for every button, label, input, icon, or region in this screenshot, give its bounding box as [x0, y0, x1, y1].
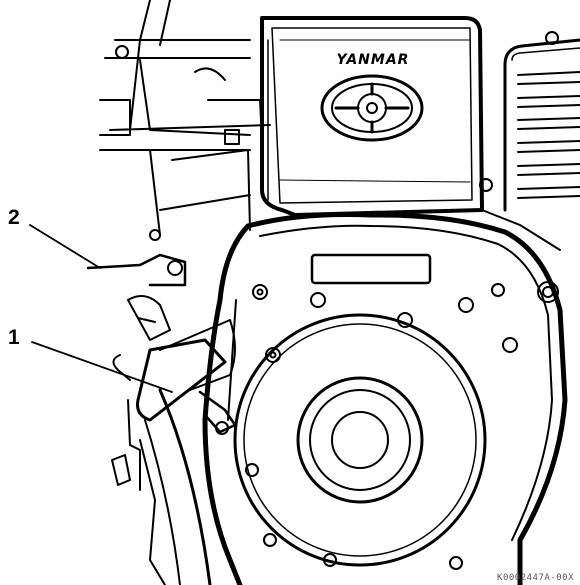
- grille-panel: [481, 31, 580, 303]
- valve-cover: [260, 16, 484, 217]
- leader-lines: [29, 224, 173, 393]
- callout-label-1: 1: [8, 326, 20, 349]
- brand-logo-text: YANMAR: [336, 52, 410, 68]
- flywheel: [233, 313, 487, 567]
- leader-line-2: [29, 224, 101, 269]
- leader-line-1: [31, 341, 173, 393]
- upper-frame-lines: [99, 0, 271, 236]
- left-components: [86, 229, 237, 585]
- crankcase: [202, 211, 568, 585]
- emblem-logo: [320, 74, 424, 142]
- callout-label-2: 2: [8, 206, 20, 229]
- figure-code: K0002447A-00X: [497, 573, 574, 583]
